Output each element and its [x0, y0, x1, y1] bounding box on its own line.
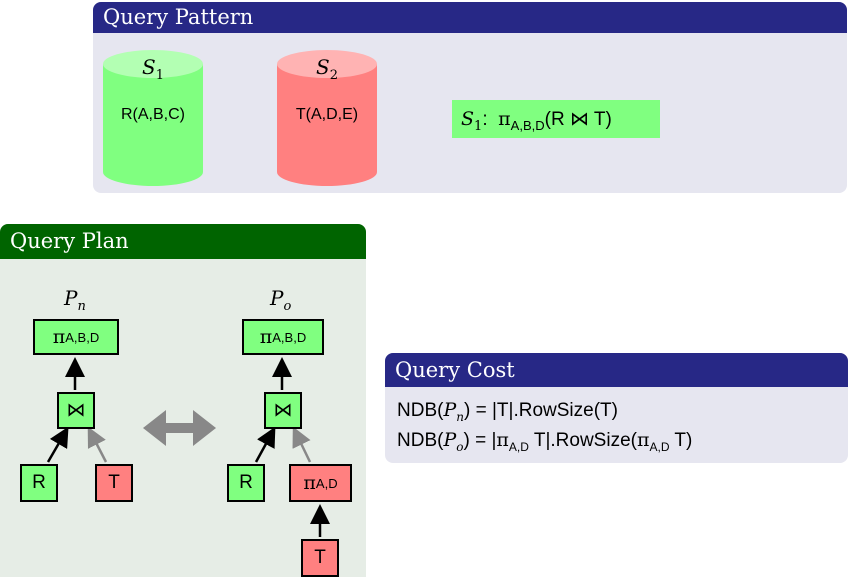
source-s2-relation: T(A,D,E): [295, 106, 359, 123]
edge-t-to-join: [87, 426, 108, 463]
source-s1-relation: R(A,B,C): [121, 106, 185, 123]
query-cost-title: Query Cost: [385, 353, 848, 387]
plan-o-label: Po: [270, 286, 292, 314]
plan-o-join-node: ⋈: [264, 392, 302, 429]
plan-n-join-node: ⋈: [57, 392, 95, 429]
edge-r-to-join: [46, 426, 69, 463]
edge-r-to-join-o: [254, 426, 276, 463]
plan-o-t-node: T: [301, 539, 339, 577]
source-s2-label: S2: [316, 55, 338, 83]
double-arrow-icon: [143, 410, 216, 446]
plan-edges: [46, 357, 330, 537]
edge-project-to-join-o: [292, 426, 312, 463]
source-s1-database-icon: S1 R(A,B,C): [103, 50, 203, 186]
query-cost-panel: Query Cost NDB(Pn) = |T|.RowSize(T) NDB(…: [385, 353, 848, 463]
plan-o-r-node: R: [227, 464, 265, 502]
source-s2-database-icon: S2 T(A,D,E): [277, 50, 377, 186]
cost-line-n: NDB(Pn) = |T|.RowSize(T): [397, 399, 618, 424]
query-pattern-title: Query Pattern: [93, 2, 847, 33]
plan-n-r-node: R: [20, 464, 58, 502]
plan-n-t-node: T: [95, 464, 133, 502]
plan-n-label: Pn: [64, 286, 86, 314]
query-pattern-panel: Query Pattern S1 R(A,B,C) S2 T(A,D,E) S1…: [93, 2, 847, 193]
cost-line-o: NDB(Po) = |πA,D T|.RowSize(πA,D T): [397, 429, 693, 454]
query-plan-title: Query Plan: [0, 224, 366, 259]
source-query-expression: S1: πA,B,D(R ⋈ T): [452, 100, 660, 138]
source-s1-label: S1: [142, 55, 164, 83]
